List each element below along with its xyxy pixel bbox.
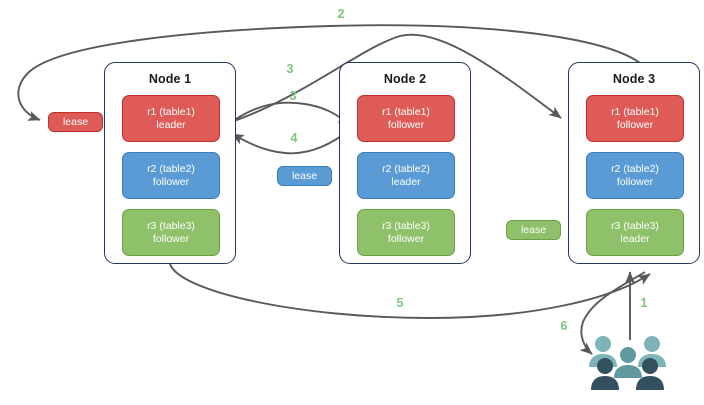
replica-n2r1[interactable]: r1 (table1) follower <box>357 95 455 142</box>
replica-role: follower <box>387 232 425 245</box>
lease-label: lease <box>291 170 318 182</box>
replica-role: leader <box>620 232 650 245</box>
replica-n3r3[interactable]: r3 (table3) leader <box>586 209 684 256</box>
replica-range: r1 (table1) <box>147 105 195 118</box>
lease-label: lease <box>520 224 547 236</box>
edge-step-5 <box>169 263 651 319</box>
replica-range: r3 (table3) <box>147 219 195 232</box>
node-title: Node 2 <box>383 72 427 86</box>
replica-n1r3[interactable]: r3 (table3) follower <box>122 209 220 256</box>
step-label-6: 6 <box>560 319 568 333</box>
replica-range: r2 (table2) <box>382 162 430 175</box>
node-title: Node 1 <box>148 72 192 86</box>
replica-range: r1 (table1) <box>382 105 430 118</box>
replica-n1r2[interactable]: r2 (table2) follower <box>122 152 220 199</box>
replica-n2r3[interactable]: r3 (table3) follower <box>357 209 455 256</box>
replica-range: r3 (table3) <box>611 219 659 232</box>
node-box-node1[interactable]: Node 1 r1 (table1) leader r2 (table2) fo… <box>104 62 236 264</box>
replica-role: follower <box>616 118 654 131</box>
replica-role: follower <box>152 232 190 245</box>
node-box-node2[interactable]: Node 2 r1 (table1) follower r2 (table2) … <box>339 62 471 264</box>
replica-n3r1[interactable]: r1 (table1) follower <box>586 95 684 142</box>
step-label-5: 5 <box>396 296 404 310</box>
lease-badge-r3[interactable]: lease <box>506 220 561 240</box>
node-box-node3[interactable]: Node 3 r1 (table1) follower r2 (table2) … <box>568 62 700 264</box>
replica-range: r2 (table2) <box>611 162 659 175</box>
step-label-1: 1 <box>640 296 648 310</box>
replica-n1r1[interactable]: r1 (table1) leader <box>122 95 220 142</box>
replica-range: r1 (table1) <box>611 105 659 118</box>
lease-badge-r2[interactable]: lease <box>277 166 332 186</box>
edge-step-3-to-node2 <box>225 101 351 127</box>
users-group-icon <box>589 336 666 390</box>
step-label-2: 2 <box>337 7 345 21</box>
node-title: Node 3 <box>612 72 656 86</box>
replica-role: leader <box>156 118 186 131</box>
lease-badge-r1[interactable]: lease <box>48 112 103 132</box>
step-label-4: 4 <box>290 131 298 145</box>
replica-role: follower <box>387 118 425 131</box>
replica-role: leader <box>391 175 421 188</box>
replica-role: follower <box>152 175 190 188</box>
replica-n2r2[interactable]: r2 (table2) leader <box>357 152 455 199</box>
replica-range: r2 (table2) <box>147 162 195 175</box>
step-label-3a: 3 <box>286 62 294 76</box>
step-label-3b: 3 <box>289 89 297 103</box>
lease-label: lease <box>62 116 89 128</box>
replica-n3r2[interactable]: r2 (table2) follower <box>586 152 684 199</box>
replica-role: follower <box>616 175 654 188</box>
replica-range: r3 (table3) <box>382 219 430 232</box>
